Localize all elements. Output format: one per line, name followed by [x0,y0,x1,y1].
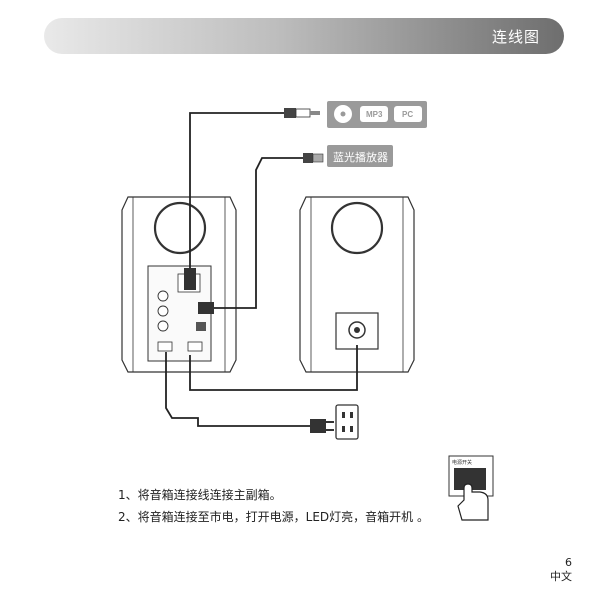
power-cord [165,352,310,427]
main-rca-plug [198,302,214,314]
source-cable [189,112,284,272]
power-switch-label: 电源开关 [452,459,472,466]
section-header-bar: 连线图 [44,18,564,54]
power-plug [310,419,334,433]
page-footer: 6 中文 [550,556,572,584]
page-number: 6 [565,556,572,569]
pc-icon [394,106,422,122]
satellite-speaker [299,196,415,373]
page-language: 中文 [550,570,572,583]
pc-label: PC [402,110,413,119]
mp3-label: MP3 [366,110,383,119]
wall-outlet [335,404,359,440]
source-icons: MP3 PC [327,101,427,128]
main-input-plug [184,268,196,290]
main-speaker [121,196,237,373]
section-title: 连线图 [491,28,540,46]
speaker-link-cable [189,345,358,391]
step-1: 1、将音箱连接线连接主副箱。 [118,488,282,502]
hand-icon [457,483,489,521]
step-2: 2、将音箱连接至市电，打开电源，LED灯亮，音箱开机 。 [118,510,429,524]
satellite-speaker-port [330,201,384,255]
main-speaker-port [153,201,207,255]
power-switch-illustration: 电源开关 [448,455,494,521]
bluray-player-label: 蓝光播放器 [333,150,388,164]
rca-plug [303,153,324,163]
bluray-cable [212,157,303,309]
mp3-player-icon [360,106,388,122]
bluray-player-label-box: 蓝光播放器 [327,145,393,167]
instruction-steps: 1、将音箱连接线连接主副箱。 2、将音箱连接至市电，打开电源，LED灯亮，音箱开… [118,484,429,528]
audio-jack-plug [284,108,320,118]
